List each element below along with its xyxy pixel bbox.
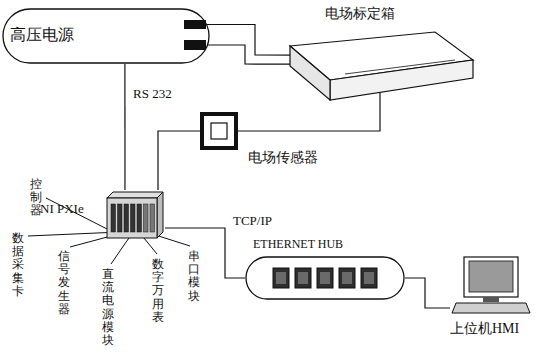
cable-connector xyxy=(204,25,295,56)
hmi-computer: 上位机HMI xyxy=(448,255,540,345)
node-label: NI PXIe xyxy=(40,202,84,217)
pxie-chassis: NI PXIe xyxy=(40,188,168,242)
pxie-chassis-shape xyxy=(105,190,165,240)
field-sensor-shape xyxy=(200,112,238,150)
hmi-computer-shape xyxy=(450,255,532,315)
protocol-label: TCP/IP xyxy=(231,213,274,228)
ethernet-hub: ETHERNET HUB xyxy=(245,238,407,304)
leader-line xyxy=(28,232,120,236)
module-label: 数据采集卡 xyxy=(12,232,24,298)
node-label: 高压电源 xyxy=(10,26,74,44)
module-label: 数字万用表 xyxy=(152,258,164,324)
field-sensor: 电场传感器 xyxy=(200,112,325,172)
module-label: 信号发生器 xyxy=(58,250,70,316)
protocol-label: RS 232 xyxy=(131,86,174,101)
node-label: 电场传感器 xyxy=(248,150,318,166)
cable-connector xyxy=(204,45,295,64)
power-supply: 高压电源 xyxy=(2,8,210,64)
node-label: ETHERNET HUB xyxy=(253,238,343,252)
calibration-box-shape xyxy=(285,30,475,106)
node-label: 上位机HMI xyxy=(450,321,519,337)
module-label: 直流电源模块 xyxy=(102,268,114,347)
calibration-box: 电场标定箱 xyxy=(285,6,480,108)
cable-connector xyxy=(124,64,125,190)
cable-connector xyxy=(238,93,380,131)
cable-connector xyxy=(405,278,450,308)
cable-connector xyxy=(158,131,200,190)
cable-connector xyxy=(165,228,245,278)
node-label: 电场标定箱 xyxy=(325,6,395,22)
module-label: 控制器 xyxy=(30,178,42,218)
ethernet-hub-shape xyxy=(245,256,405,300)
module-label: 串口模块 xyxy=(188,250,200,303)
